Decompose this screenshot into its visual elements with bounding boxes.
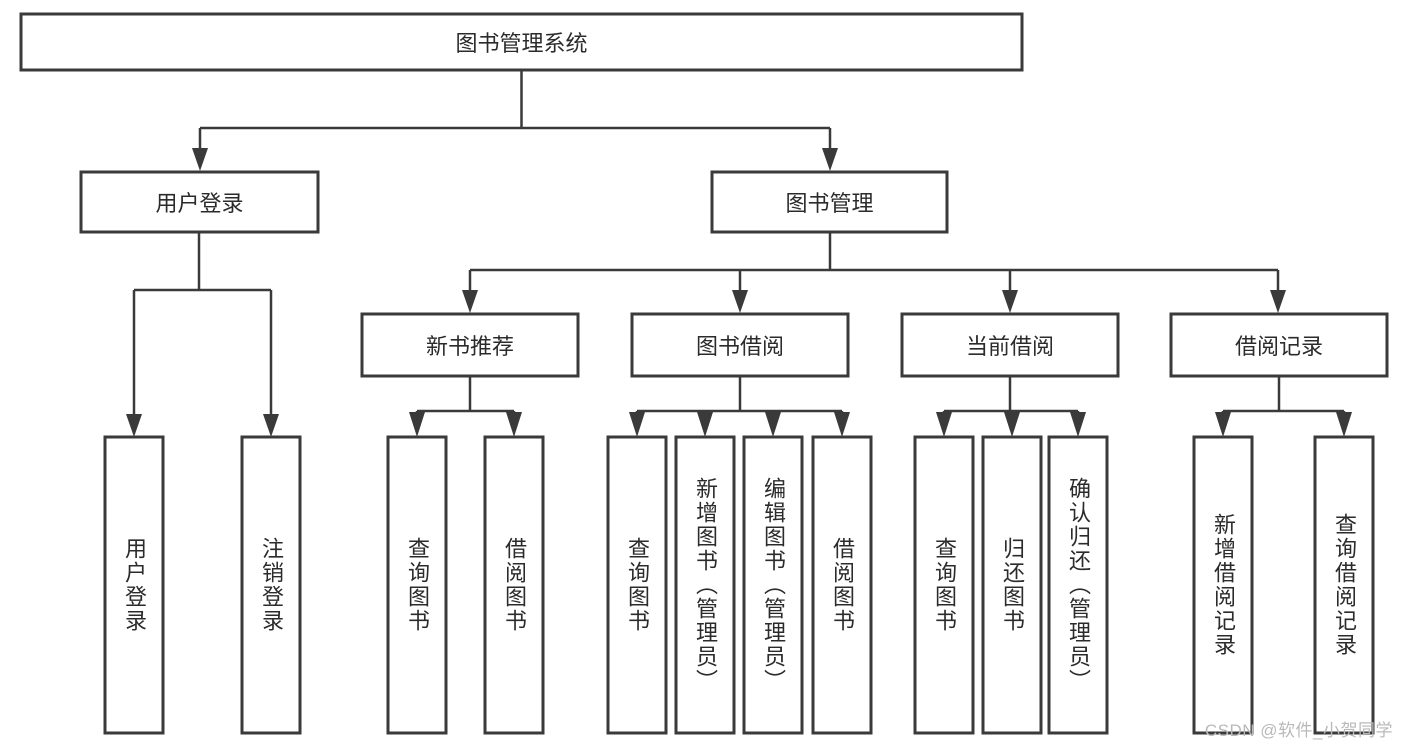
arrow-leaf-cb-3 [1070, 412, 1086, 437]
connector-user-login-to-leaves [132, 232, 273, 418]
leaf-box-logout[interactable] [240, 435, 302, 735]
node-borrow-record-box[interactable] [1169, 312, 1389, 378]
leaf-box-bb-edit-book[interactable] [742, 435, 804, 735]
arrow-to-new-book-recommend [462, 290, 478, 313]
watermark-text: CSDN @软件_小贺同学 [1204, 721, 1393, 740]
leaf-box-br-query-record[interactable] [1313, 435, 1375, 735]
connector-borrow-record-to-leaves [1221, 376, 1346, 418]
arrow-to-book-manage [822, 148, 838, 171]
arrow-leaf-bb-2 [697, 412, 713, 437]
leaf-box-cb-confirm-return[interactable] [1047, 435, 1109, 735]
node-book-borrow-box[interactable] [630, 312, 850, 378]
arrow-leaf-bb-4 [834, 412, 850, 437]
arrow-to-leaf-user-login [126, 414, 142, 437]
arrow-leaf-cb-1 [936, 412, 952, 437]
arrow-to-user-login [192, 148, 208, 171]
leaf-box-bb-borrow-book[interactable] [811, 435, 873, 735]
node-new-book-recommend-box[interactable] [360, 312, 580, 378]
node-current-borrow-box[interactable] [900, 312, 1120, 378]
leaf-box-user-login[interactable] [103, 435, 165, 735]
arrow-leaf-bb-1 [629, 412, 645, 437]
connector-root-to-bar [198, 70, 832, 152]
arrow-leaf-br-1 [1215, 412, 1231, 437]
leaf-box-cb-query-book[interactable] [913, 435, 975, 735]
arrow-to-borrow-record [1270, 290, 1286, 313]
leaf-box-br-add-record[interactable] [1192, 435, 1254, 735]
node-root-box[interactable] [19, 12, 1024, 72]
connector-book-manage-to-bar [468, 232, 1280, 294]
arrow-to-leaf-logout [263, 414, 279, 437]
arrow-leaf-nbr-1 [409, 412, 425, 437]
node-user-login-box[interactable] [79, 170, 320, 234]
leaf-box-bb-query-book[interactable] [606, 435, 668, 735]
node-book-manage-box[interactable] [710, 170, 949, 234]
leaf-box-bb-add-book[interactable] [674, 435, 736, 735]
arrow-leaf-br-2 [1336, 412, 1352, 437]
arrow-leaf-cb-2 [1004, 412, 1020, 437]
arrow-leaf-nbr-2 [506, 412, 522, 437]
leaf-box-cb-return-book[interactable] [981, 435, 1043, 735]
leaf-box-nbr-borrow-book[interactable] [483, 435, 545, 735]
arrow-to-current-borrow [1002, 290, 1018, 313]
arrow-to-book-borrow [732, 290, 748, 313]
connector-book-borrow-to-leaves [635, 376, 844, 418]
leaf-box-nbr-query-book[interactable] [386, 435, 448, 735]
connector-new-book-recommend-to-leaves [415, 376, 516, 418]
arrow-leaf-bb-3 [765, 412, 781, 437]
connector-current-borrow-to-leaves [942, 376, 1080, 418]
